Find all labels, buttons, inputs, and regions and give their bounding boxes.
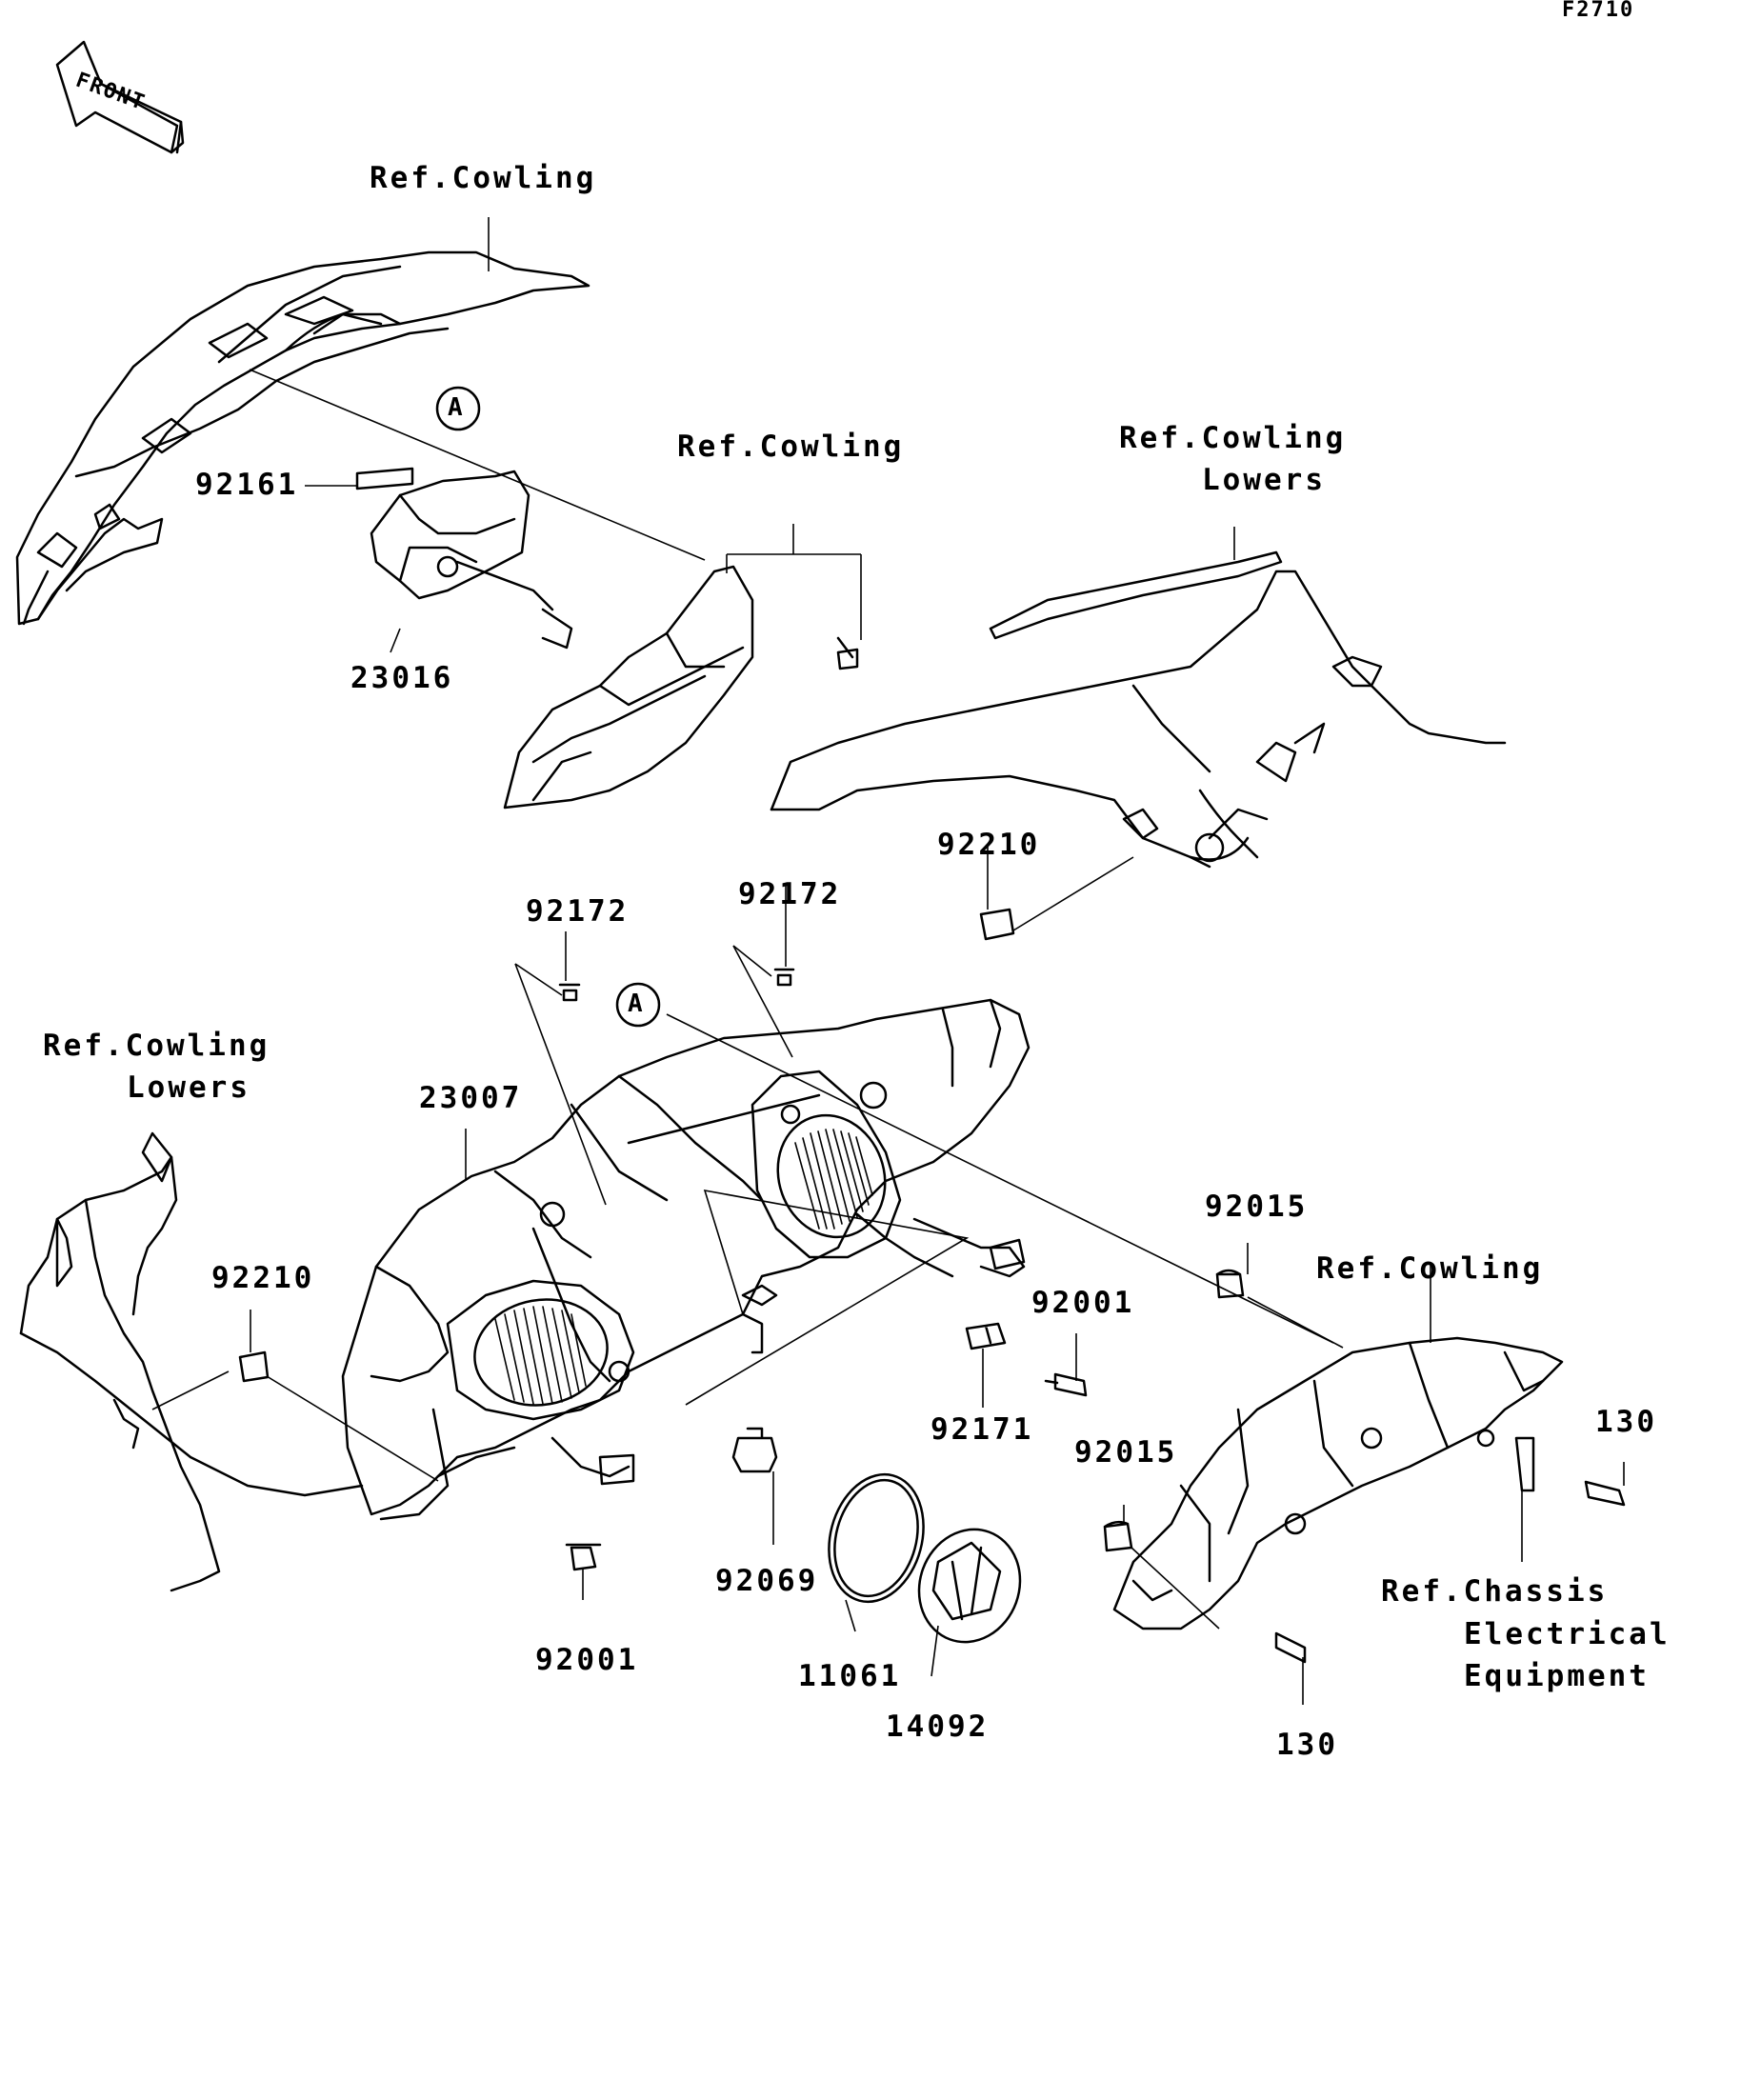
- callout-a-top: [435, 386, 481, 431]
- front-arrow-icon: [55, 40, 185, 154]
- part-23007: 23007: [419, 1081, 523, 1115]
- part-92161: 92161: [195, 468, 299, 502]
- upper-cowling-shape: [15, 250, 590, 626]
- part-92172-right: 92172: [738, 877, 842, 911]
- part-130-bottom: 130: [1276, 1728, 1338, 1762]
- part-92001-right: 92001: [1031, 1286, 1135, 1320]
- part-23016: 23016: [350, 661, 454, 695]
- position-lamp-shape: [370, 470, 573, 650]
- inner-cowl-shape: [503, 565, 754, 810]
- part-130-right: 130: [1595, 1405, 1657, 1439]
- bulb-cap-shape: [917, 1528, 1022, 1644]
- lower-cowling-left-shape: [19, 1131, 364, 1592]
- ref-cowling-lowers-left-2: Lowers: [127, 1070, 250, 1105]
- ref-cowling-lowers-left-1: Ref.Cowling: [43, 1029, 270, 1063]
- part-92210-left: 92210: [211, 1261, 315, 1295]
- part-92015-top: 92015: [1205, 1190, 1309, 1224]
- part-92015-bottom: 92015: [1074, 1435, 1178, 1470]
- part-92172-left: 92172: [526, 894, 630, 929]
- ref-cowling-lowers-right-1: Ref.Cowling: [1119, 421, 1347, 455]
- lower-cowling-right-shape: [770, 550, 1507, 869]
- headlight-unit-shape: [341, 998, 1031, 1521]
- ref-chassis-2: Electrical: [1464, 1617, 1671, 1651]
- ref-chassis-3: Equipment: [1464, 1659, 1650, 1693]
- part-92171: 92171: [931, 1412, 1034, 1447]
- part-14092: 14092: [886, 1710, 990, 1744]
- callout-a-center-label: A: [628, 990, 643, 1018]
- figure-code: F2710: [1562, 0, 1635, 22]
- ref-cowling-center: Ref.Cowling: [677, 430, 905, 464]
- callout-a-center: [615, 982, 661, 1028]
- right-bracket-shape: [1112, 1336, 1564, 1630]
- part-92069: 92069: [715, 1564, 819, 1598]
- part-92210-top: 92210: [937, 828, 1041, 862]
- part-92001-bottom: 92001: [535, 1643, 639, 1677]
- ref-cowling-lowers-right-2: Lowers: [1202, 463, 1326, 497]
- part-11061: 11061: [798, 1659, 902, 1693]
- ref-cowling-right: Ref.Cowling: [1316, 1251, 1544, 1286]
- ref-cowling-top: Ref.Cowling: [370, 161, 597, 195]
- callout-a-top-label: A: [448, 393, 463, 422]
- ref-chassis-1: Ref.Chassis: [1381, 1574, 1609, 1609]
